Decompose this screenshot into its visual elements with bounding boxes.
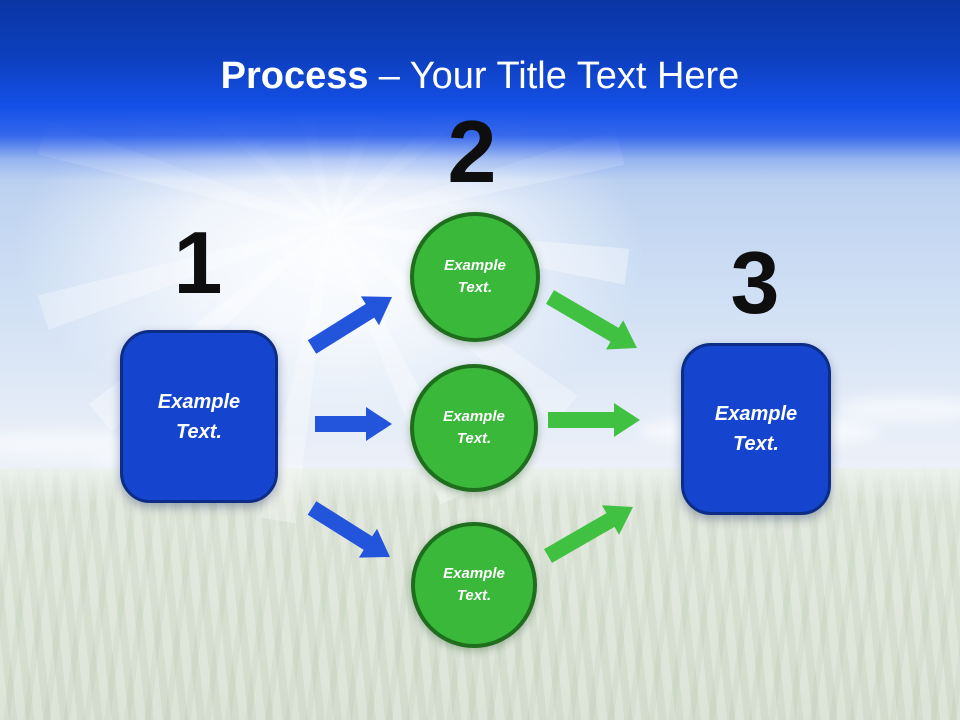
right-process-box: Example Text. — [681, 343, 831, 515]
process-circle-middle: Example Text. — [410, 364, 538, 492]
cloud — [838, 396, 960, 422]
process-circle-bottom: Example Text. — [411, 522, 537, 648]
left-box-label: Example Text. — [157, 390, 241, 443]
slide-title: Process– Your Title Text Here — [0, 52, 960, 100]
left-process-box: Example Text. — [120, 330, 278, 503]
title-emphasis: Process — [220, 55, 369, 97]
circle-top-label: Example Text. — [444, 256, 506, 297]
step-number-3: 3 — [730, 233, 780, 332]
step-number-2: 2 — [447, 102, 497, 201]
right-box-label: Example Text. — [714, 403, 798, 455]
step-number-1: 1 — [173, 213, 223, 312]
circle-middle-label: Example Text. — [443, 407, 505, 448]
circle-bottom-label: Example Text. — [443, 564, 505, 605]
process-circle-top: Example Text. — [410, 212, 540, 342]
title-rest: – Your Title Text Here — [378, 55, 740, 97]
title-band — [0, 0, 960, 205]
